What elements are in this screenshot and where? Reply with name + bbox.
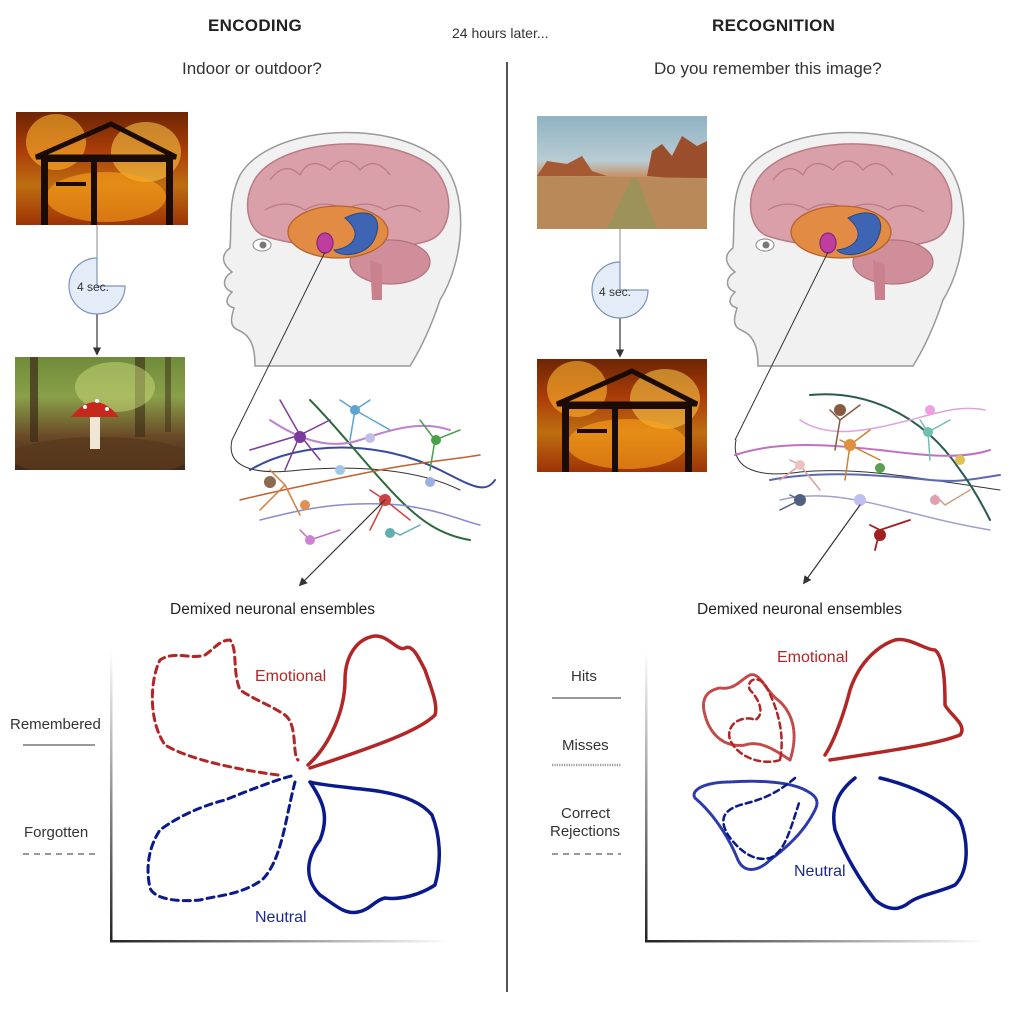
timer-label-encoding: 4 sec. (77, 280, 110, 294)
delay-label: 24 hours later... (452, 25, 549, 41)
recognition-emotional-label: Emotional (777, 649, 849, 666)
mushroom-image-encoding (15, 357, 185, 470)
recognition-neutral-label: Neutral (794, 863, 846, 880)
timer-icon-encoding (68, 257, 126, 315)
recognition-neutral-hits-loop (832, 776, 968, 911)
center-divider (506, 62, 508, 992)
legend-label-correct: Correct (561, 805, 611, 822)
recognition-neutral-cr-loop (722, 776, 802, 861)
recognition-ensemble-plot (552, 637, 985, 943)
legend-label-forgotten: Forgotten (24, 824, 89, 841)
recognition-emotional-misses-loop (702, 673, 796, 762)
encoding-x-axis (110, 940, 450, 943)
recognition-emotional-hits-loop (823, 637, 964, 762)
encoding-y-axis (110, 650, 113, 942)
encoding-neutral-remembered-loop (307, 780, 442, 915)
legend-label-remembered: Remembered (10, 716, 101, 733)
head-brain-icon-encoding (222, 131, 462, 441)
recognition-ensembles-title: Demixed neuronal ensembles (697, 601, 903, 618)
neuron-network-recognition (734, 393, 1001, 585)
encoding-title: ENCODING (208, 16, 303, 35)
recognition-x-axis (645, 940, 985, 943)
head-brain-icon-recognition (725, 131, 965, 441)
encoding-ensemble-plot (23, 634, 450, 943)
legend-label-hits: Hits (571, 668, 597, 685)
burning-house-image-encoding (16, 112, 188, 225)
recognition-title: RECOGNITION (712, 16, 836, 35)
encoding-emotional-remembered-loop (306, 634, 438, 770)
recognition-neutral-misses-loop (692, 779, 819, 871)
encoding-neutral-label: Neutral (255, 909, 307, 926)
desert-image-recognition (537, 116, 707, 229)
encoding-emotional-label: Emotional (255, 668, 327, 685)
timer-icon-recognition (591, 261, 649, 319)
recognition-question: Do you remember this image? (654, 59, 882, 78)
encoding-neutral-forgotten-loop (146, 773, 297, 903)
encoding-ensembles-title: Demixed neuronal ensembles (170, 601, 376, 618)
recognition-y-axis (645, 650, 648, 942)
timer-label-recognition: 4 sec. (599, 285, 632, 299)
recognition-emotional-cr-loop (727, 678, 783, 764)
legend-label-rejections: Rejections (550, 823, 621, 840)
encoding-question: Indoor or outdoor? (182, 59, 322, 78)
encoding-emotional-forgotten-loop (150, 638, 300, 777)
legend-label-misses: Misses (562, 737, 609, 754)
burning-house-image-recognition (537, 359, 707, 472)
neuron-network-encoding (230, 399, 496, 587)
